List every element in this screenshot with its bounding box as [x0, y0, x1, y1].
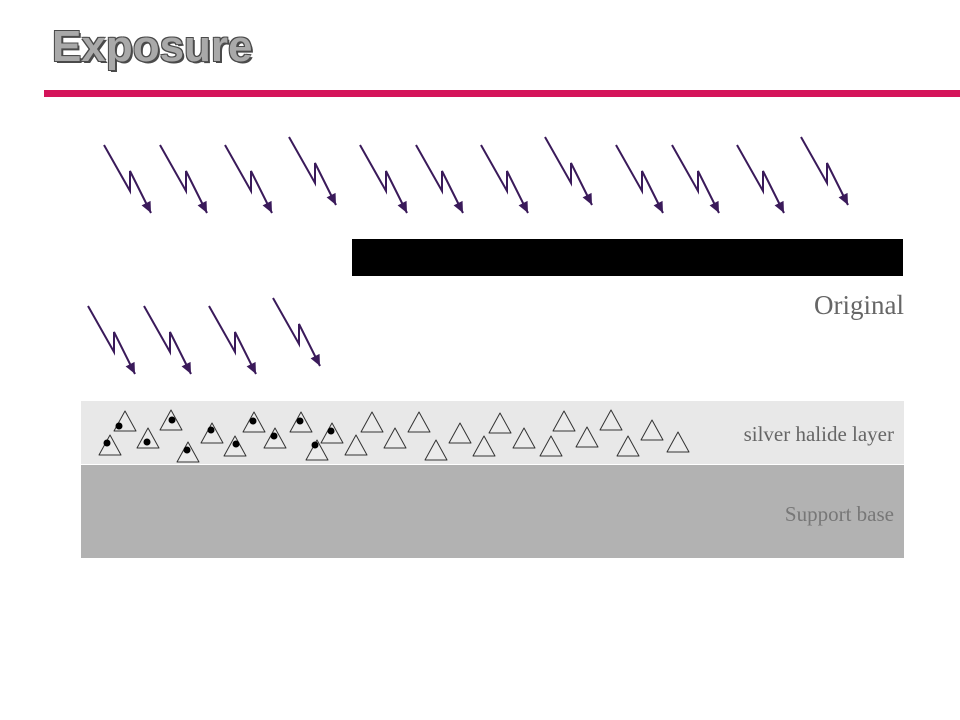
unexposed-crystal	[575, 426, 599, 448]
light-ray-arrow	[615, 144, 664, 214]
unexposed-crystal	[383, 427, 407, 449]
support-base-label: Support base	[784, 502, 894, 526]
unexposed-crystal	[666, 431, 690, 453]
exposed-crystal	[242, 411, 266, 433]
support-base-layer	[81, 465, 904, 558]
original-mask	[352, 239, 903, 276]
unexposed-crystal	[360, 411, 384, 433]
exposed-crystal	[200, 422, 224, 444]
title-underline	[44, 90, 960, 97]
unexposed-crystal	[512, 427, 536, 449]
light-ray-arrow	[480, 144, 529, 214]
light-ray-arrow	[103, 144, 152, 214]
unexposed-crystal	[407, 411, 431, 433]
light-ray-arrow	[208, 305, 257, 375]
light-ray-arrow	[87, 305, 136, 375]
light-ray-arrow	[800, 136, 849, 206]
light-ray-arrow	[671, 144, 720, 214]
light-ray-arrow	[736, 144, 785, 214]
light-ray-arrow	[224, 144, 273, 214]
exposed-crystal	[289, 411, 313, 433]
slide-title: Exposure	[52, 22, 253, 71]
unexposed-crystal	[539, 435, 563, 457]
light-ray-arrow	[415, 144, 464, 214]
exposed-crystal	[159, 409, 183, 431]
unexposed-crystal	[344, 434, 368, 456]
exposed-crystal	[223, 435, 247, 457]
unexposed-crystal	[472, 435, 496, 457]
unexposed-crystal	[616, 435, 640, 457]
exposed-crystal	[320, 422, 344, 444]
light-ray-arrow	[272, 297, 321, 367]
light-ray-arrow	[544, 136, 593, 206]
unexposed-crystal	[552, 410, 576, 432]
exposed-crystal	[113, 410, 137, 432]
unexposed-crystal	[640, 419, 664, 441]
light-ray-arrow	[288, 136, 337, 206]
exposed-crystal	[263, 427, 287, 449]
exposed-crystal	[176, 441, 200, 463]
unexposed-crystal	[488, 412, 512, 434]
unexposed-crystal	[424, 439, 448, 461]
exposed-crystal	[305, 439, 329, 461]
unexposed-crystal	[599, 409, 623, 431]
unexposed-crystal	[448, 422, 472, 444]
exposed-crystal	[98, 434, 122, 456]
exposed-crystal	[136, 427, 160, 449]
halide-layer-label: silver halide layer	[743, 422, 894, 446]
light-ray-arrow	[359, 144, 408, 214]
light-ray-arrow	[159, 144, 208, 214]
light-ray-arrow	[143, 305, 192, 375]
original-label: Original	[814, 290, 904, 320]
